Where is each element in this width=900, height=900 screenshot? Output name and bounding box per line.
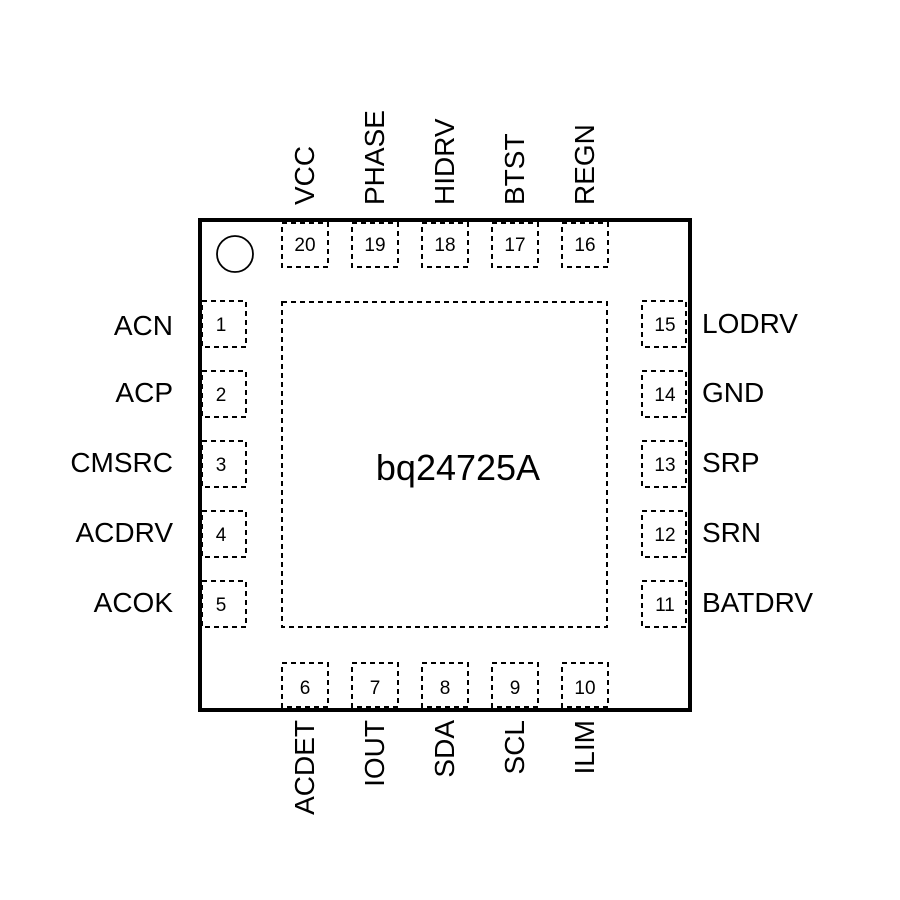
pin-pad [421, 222, 469, 268]
pin-number: 19 [364, 235, 385, 256]
pin-number: 6 [300, 678, 311, 699]
pin-pad [641, 370, 687, 418]
pin1-indicator-dot [216, 235, 254, 273]
pin-name: LODRV [702, 308, 798, 339]
pin-number: 13 [654, 455, 675, 476]
pin-name: ACDRV [75, 517, 173, 548]
left-pins: 1 ACN 2 ACP 3 CMSRC 4 ACDRV 5 ACOK [70, 300, 247, 628]
pin-pad [201, 510, 247, 558]
pin-number: 7 [370, 678, 381, 699]
pin-20: 20 VCC [281, 146, 329, 268]
pin-pad [281, 222, 329, 268]
pin-pad [351, 662, 399, 708]
pin-name: ACP [115, 377, 173, 408]
pin-name: ILIM [569, 720, 600, 774]
pin-number: 5 [216, 595, 227, 616]
pin-9: 9 SCL [491, 662, 539, 774]
pin-11: 11 BATDRV [641, 580, 813, 628]
pin-18: 18 HIDRV [421, 118, 469, 268]
pin-number: 15 [654, 315, 675, 336]
right-pins: 15 LODRV 14 GND 13 SRP 12 SRN 11 BATDRV [641, 300, 813, 628]
pin-name: PHASE [359, 110, 390, 205]
pin-1: 1 ACN [114, 300, 247, 348]
pin-2: 2 ACP [115, 370, 247, 418]
pin-name: ACN [114, 310, 173, 341]
pin-12: 12 SRN [641, 510, 761, 558]
pin-number: 17 [504, 235, 525, 256]
pin-number: 8 [440, 678, 451, 699]
pin-pad [201, 580, 247, 628]
pin-pad [561, 662, 609, 708]
pin-pad [201, 370, 247, 418]
top-pins: 20 VCC 19 PHASE 18 HIDRV 17 BTST 16 REGN [281, 110, 609, 268]
pin-pad [421, 662, 469, 708]
thermal-pad [281, 301, 608, 628]
pin-4: 4 ACDRV [75, 510, 247, 558]
pin-name: VCC [289, 146, 320, 205]
pin-name: ACDET [289, 720, 320, 815]
pin-number: 1 [216, 315, 227, 336]
pin-19: 19 PHASE [351, 110, 399, 268]
pin-pad [351, 222, 399, 268]
bottom-pins: 6 ACDET 7 IOUT 8 SDA 9 SCL 10 ILIM [281, 662, 609, 815]
pin-name: CMSRC [70, 447, 173, 478]
pin-number: 11 [655, 595, 675, 616]
pin-5: 5 ACOK [94, 580, 247, 628]
pin-pad [201, 300, 247, 348]
pin-13: 13 SRP [641, 440, 760, 488]
pin-number: 3 [216, 455, 227, 476]
pin-14: 14 GND [641, 370, 764, 418]
pin-name: BTST [499, 133, 530, 205]
pin-number: 12 [654, 525, 675, 546]
pin-pad [201, 440, 247, 488]
pin-name: IOUT [359, 720, 390, 787]
pin-name: ACOK [94, 587, 174, 618]
pin-pad [281, 662, 329, 708]
device-part-number: bq24725A [376, 447, 540, 488]
package-outline [198, 218, 692, 712]
pin-6: 6 ACDET [281, 662, 329, 815]
pin-name: HIDRV [429, 118, 460, 205]
pin-3: 3 CMSRC [70, 440, 247, 488]
pin-15: 15 LODRV [641, 300, 798, 348]
pin-number: 14 [654, 385, 676, 406]
pin-number: 20 [294, 235, 315, 256]
pin-pad [561, 222, 609, 268]
pin-pad [491, 662, 539, 708]
pin-name: SRP [702, 447, 760, 478]
pin-7: 7 IOUT [351, 662, 399, 787]
pin-number: 4 [216, 525, 227, 546]
pin-number: 2 [216, 385, 227, 406]
pin-name: SDA [429, 720, 460, 778]
pin-name: SCL [499, 720, 530, 774]
pin-number: 10 [574, 678, 595, 699]
pin-pad [641, 300, 687, 348]
pin-name: BATDRV [702, 587, 813, 618]
pin-8: 8 SDA [421, 662, 469, 778]
pin-pad [491, 222, 539, 268]
pin-pad [641, 580, 687, 628]
pin-name: REGN [569, 124, 600, 205]
pin-pad [641, 440, 687, 488]
pin-name: GND [702, 377, 764, 408]
pin-10: 10 ILIM [561, 662, 609, 774]
pin-number: 18 [434, 235, 455, 256]
pin-name: SRN [702, 517, 761, 548]
pin-number: 16 [574, 235, 595, 256]
pin-number: 9 [510, 678, 521, 699]
pin-17: 17 BTST [491, 133, 539, 268]
pin-pad [641, 510, 687, 558]
pin-16: 16 REGN [561, 124, 609, 268]
